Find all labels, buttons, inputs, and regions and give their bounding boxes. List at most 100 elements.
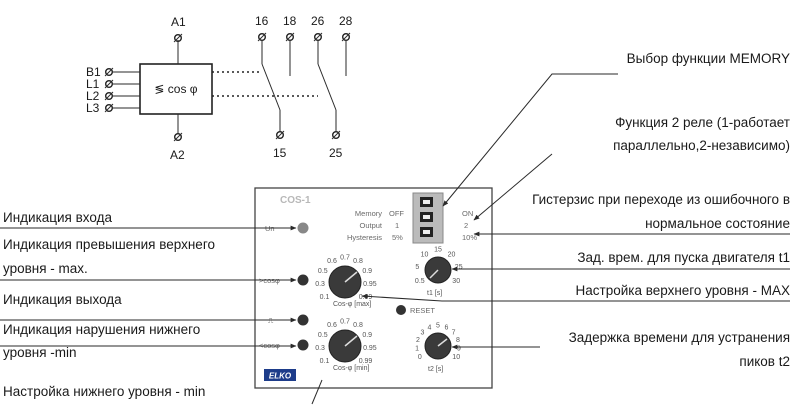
reset-button[interactable] bbox=[396, 305, 406, 315]
knob-t2-scale-label: 3 bbox=[420, 329, 424, 336]
knob-t2-scale-label: 7 bbox=[452, 329, 456, 336]
callout-t2-line1: Задержка времени для устранения bbox=[569, 330, 790, 345]
callout-lines bbox=[0, 73, 790, 405]
knob-max-scale-label: 0.1 bbox=[320, 294, 330, 301]
knob-t2-scale-label: 1 bbox=[415, 346, 419, 353]
knob-t2-scale-label: 8 bbox=[456, 337, 460, 344]
terminal-b1-icon bbox=[104, 67, 113, 76]
knob-min-scale-label: 0.3 bbox=[315, 345, 325, 352]
knob-cos-min[interactable] bbox=[328, 329, 362, 363]
switch-hysteresis-name: Hysteresis bbox=[347, 233, 382, 242]
knob-min-scale-label: 0.9 bbox=[362, 332, 372, 339]
panel-model: COS-1 bbox=[280, 195, 311, 206]
callout-relay-line1: Функция 2 реле (1-работает bbox=[615, 115, 790, 130]
callout-memory: Выбор функции MEMORY bbox=[627, 51, 790, 66]
callout-hysteresis-line2: нормальное состояние bbox=[645, 216, 790, 231]
knob-max-scale-label: 0.6 bbox=[327, 258, 337, 265]
terminal-l3-icon bbox=[104, 103, 113, 112]
switch-hysteresis-on: 10% bbox=[462, 233, 477, 242]
knob-min-scale-label: 0.1 bbox=[320, 358, 330, 365]
knob-t2-label: t2 [s] bbox=[428, 366, 443, 373]
knob-t1-scale-label: 20 bbox=[448, 251, 456, 258]
terminal-a2-label: A2 bbox=[170, 148, 185, 162]
terminal-26-label: 26 bbox=[311, 14, 325, 28]
switch-hysteresis-off: 5% bbox=[392, 233, 403, 242]
switch-memory-name: Memory bbox=[355, 209, 382, 218]
knob-max-scale-label: 0.8 bbox=[353, 258, 363, 265]
knob-t2-scale-label: 0 bbox=[418, 354, 422, 361]
callout-t1: Зад. врем. для пуска двигателя t1 bbox=[577, 250, 790, 265]
relay-1-contacts: 16 18 15 bbox=[255, 14, 297, 160]
knob-min-scale-label: 0.6 bbox=[327, 322, 337, 329]
knob-max-scale-label: 0.7 bbox=[340, 255, 350, 262]
knob-t1-scale-label: 15 bbox=[434, 247, 442, 254]
terminal-a2-icon bbox=[173, 132, 182, 141]
knob-t2-scale-label: 9 bbox=[457, 346, 461, 353]
knob-t1-label: t1 [s] bbox=[427, 290, 442, 297]
knob-cos-max-label: Cos-φ [max] bbox=[333, 301, 371, 308]
brand-logo bbox=[264, 369, 296, 381]
terminal-b1-label: B1 bbox=[86, 65, 101, 79]
knob-max-scale-label: 0.99 bbox=[359, 294, 373, 301]
led-output-icon bbox=[297, 314, 309, 326]
knob-min-scale-label: 0.7 bbox=[340, 319, 350, 326]
left-terminals: B1 L1 L2 L3 bbox=[86, 65, 140, 115]
knob-t1-scale-label: 25 bbox=[455, 264, 463, 271]
callout-hysteresis-line1: Гистерзис при переходе из ошибочного в bbox=[532, 192, 790, 207]
callout-relay-line2: параллельно,2-независимо) bbox=[613, 138, 790, 153]
callout-under-line2: уровня -min bbox=[3, 345, 77, 360]
callout-under-line1: Индикация нарушения нижнего bbox=[3, 322, 200, 337]
terminal-16-label: 16 bbox=[255, 14, 269, 28]
knob-cos-min-label: Cos-φ [min] bbox=[333, 365, 369, 372]
knob-cos-max[interactable] bbox=[328, 265, 362, 299]
callout-t2-line2: пиков t2 bbox=[739, 354, 790, 369]
terminal-18-label: 18 bbox=[283, 14, 297, 28]
knob-t2[interactable] bbox=[424, 332, 452, 360]
terminal-l2-label: L2 bbox=[86, 89, 100, 103]
terminal-25-label: 25 bbox=[329, 146, 343, 160]
knob-t2-scale-label: 5 bbox=[436, 323, 440, 330]
relay-2-contacts: 26 28 25 bbox=[311, 14, 353, 160]
module-box bbox=[139, 63, 213, 115]
terminal-l2-icon bbox=[104, 91, 113, 100]
knob-min-scale-label: 0.99 bbox=[359, 358, 373, 365]
knob-t2-scale-label: 6 bbox=[445, 324, 449, 331]
led-over-max-icon bbox=[297, 274, 309, 286]
switch-memory-off: OFF bbox=[389, 209, 404, 218]
callout-over-line1: Индикация превышения верхнего bbox=[3, 237, 215, 252]
terminal-l1-label: L1 bbox=[86, 77, 100, 91]
knob-max-scale-label: 0.95 bbox=[363, 281, 377, 288]
wiring-schematic: ≶ cos φ A1 A2 B1 L1 L2 L3 bbox=[86, 14, 353, 162]
knob-t1-scale-label: 30 bbox=[452, 278, 460, 285]
callout-labels: Выбор функции MEMORY Функция 2 реле (1-р… bbox=[3, 51, 790, 399]
terminal-a1-icon bbox=[173, 34, 182, 43]
knob-t1-scale-label: 0.5 bbox=[415, 278, 425, 285]
module-label: ≶ cos φ bbox=[154, 82, 197, 96]
knob-t1[interactable] bbox=[424, 256, 452, 284]
terminal-a1-label: A1 bbox=[171, 15, 186, 29]
callout-min: Настройка нижнего уровня - min bbox=[3, 384, 205, 399]
terminal-28-label: 28 bbox=[339, 14, 353, 28]
callout-over-line2: уровня - max. bbox=[3, 261, 88, 276]
knob-max-scale-label: 0.5 bbox=[318, 268, 328, 275]
brand-logo-text: ELKO bbox=[269, 372, 292, 381]
knob-t1-scale-label: 5 bbox=[415, 264, 419, 271]
callout-max: Настройка верхнего уровня - MAX bbox=[576, 283, 791, 298]
switch-output-name: Output bbox=[359, 221, 382, 230]
switch-output-off: 1 bbox=[395, 221, 399, 230]
terminal-15-label: 15 bbox=[273, 146, 287, 160]
terminal-l1-icon bbox=[104, 79, 113, 88]
knob-t2-scale-label: 2 bbox=[416, 337, 420, 344]
knob-min-scale-label: 0.8 bbox=[353, 322, 363, 329]
callout-input: Индикация входа bbox=[3, 210, 112, 225]
terminal-l3-label: L3 bbox=[86, 101, 100, 115]
knob-min-scale-label: 0.5 bbox=[318, 332, 328, 339]
knob-t1-scale-label: 10 bbox=[421, 251, 429, 258]
knob-max-scale-label: 0.9 bbox=[362, 268, 372, 275]
led-under-min-icon bbox=[297, 339, 309, 351]
knob-max-scale-label: 0.3 bbox=[315, 281, 325, 288]
switch-output-on: 2 bbox=[464, 221, 468, 230]
led-input-icon bbox=[297, 222, 309, 234]
reset-label: RESET bbox=[410, 306, 435, 315]
